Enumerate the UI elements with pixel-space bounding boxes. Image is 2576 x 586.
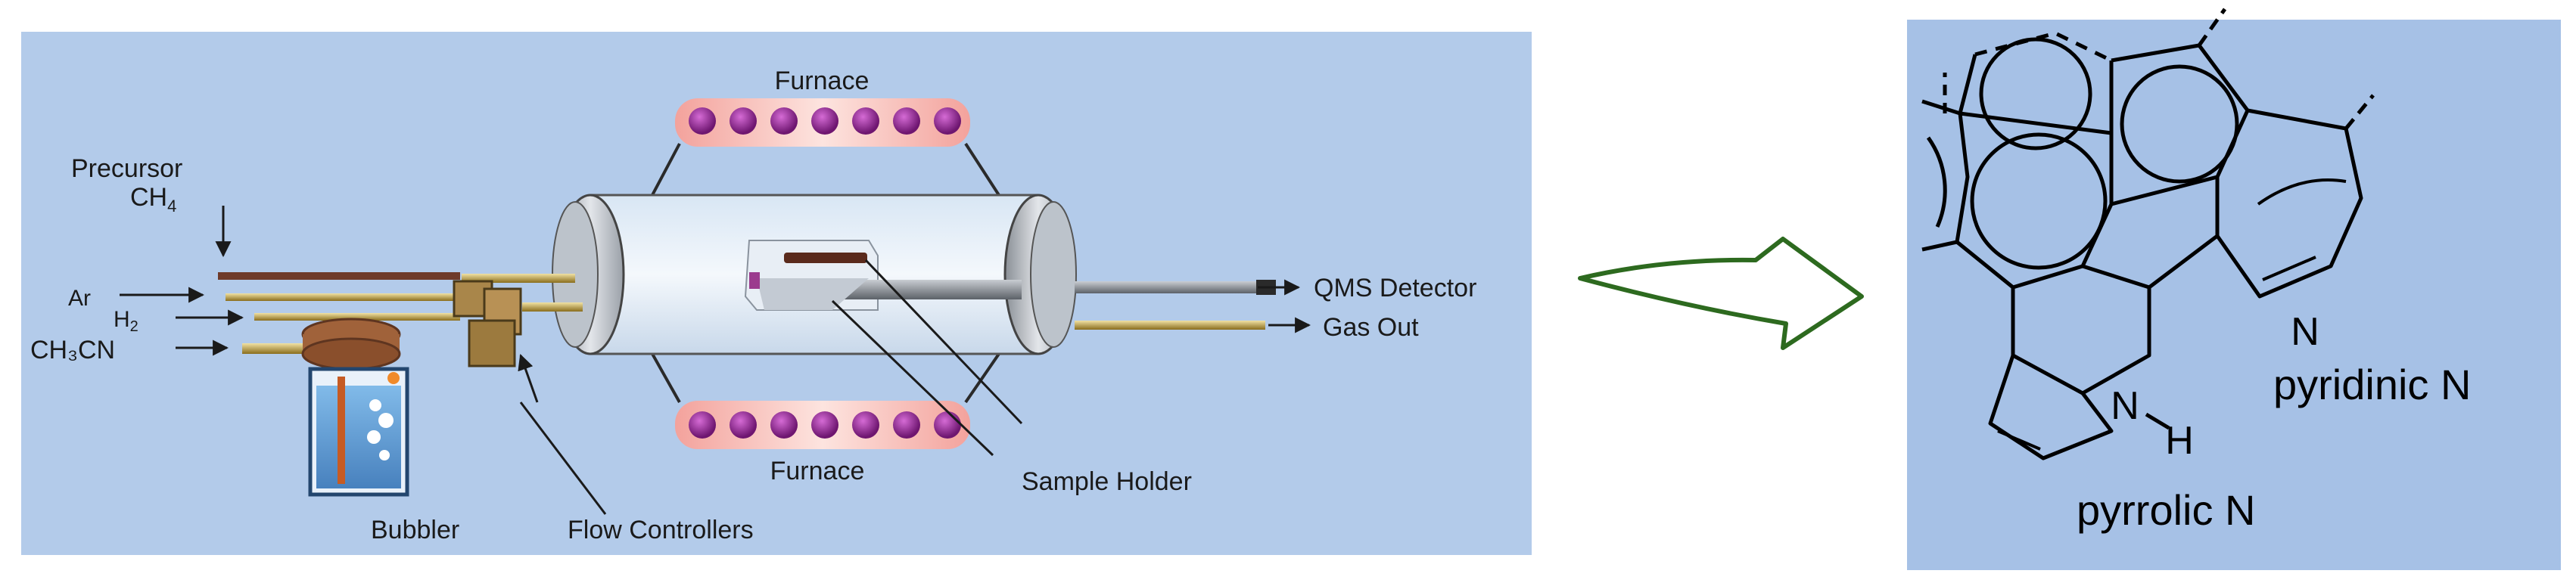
label-precursor: Precursor bbox=[71, 154, 182, 183]
label-furnace-top: Furnace bbox=[775, 67, 870, 95]
label-furnace-bottom: Furnace bbox=[770, 457, 865, 485]
label-gas-out: Gas Out bbox=[1323, 313, 1419, 342]
label-flow-controllers: Flow Controllers bbox=[568, 516, 754, 544]
furnace-top-heater bbox=[675, 98, 970, 147]
label-pyrrolic-n: pyrrolic N bbox=[2077, 486, 2255, 534]
cvd-apparatus-panel: Furnace Furnace Precursor CH4 Ar H2 CH₃C… bbox=[21, 32, 1532, 555]
label-bubbler: Bubbler bbox=[371, 516, 459, 544]
flow-controllers bbox=[453, 280, 522, 367]
label-h2-subscript: 2 bbox=[130, 318, 138, 335]
inlet-arrows bbox=[120, 206, 244, 356]
label-ch4: CH4 bbox=[130, 183, 176, 215]
n-h-bond bbox=[2145, 412, 2170, 430]
sample-holder-assembly bbox=[744, 240, 1022, 311]
leader-lines bbox=[518, 259, 1023, 515]
outlet-arrows bbox=[1258, 279, 1311, 333]
label-ch3cn: CH₃CN bbox=[30, 336, 115, 364]
heater-beads-top bbox=[689, 107, 961, 135]
atom-pyridinic-n: N bbox=[2291, 310, 2319, 354]
label-h2: H2 bbox=[114, 307, 138, 335]
label-ch4-subscript: 4 bbox=[167, 197, 176, 215]
label-qms-detector: QMS Detector bbox=[1314, 274, 1476, 302]
atom-pyrrolic-n: N bbox=[2111, 384, 2139, 428]
molecule-panel: N N H pyridinic N pyrrolic N bbox=[1907, 8, 2561, 570]
nitrogen-doped-graphene-structure bbox=[1921, 8, 2375, 460]
hollow-chevron-arrow-icon bbox=[1578, 237, 1864, 350]
label-pyridinic-n: pyridinic N bbox=[2273, 361, 2471, 408]
bubbler-vessel bbox=[301, 318, 409, 497]
furnace-bottom-heater bbox=[675, 401, 970, 449]
atom-pyrrolic-h: H bbox=[2165, 419, 2194, 463]
sample-substrate bbox=[784, 253, 867, 263]
label-ar: Ar bbox=[68, 286, 91, 311]
label-sample-holder: Sample Holder bbox=[1022, 467, 1192, 496]
